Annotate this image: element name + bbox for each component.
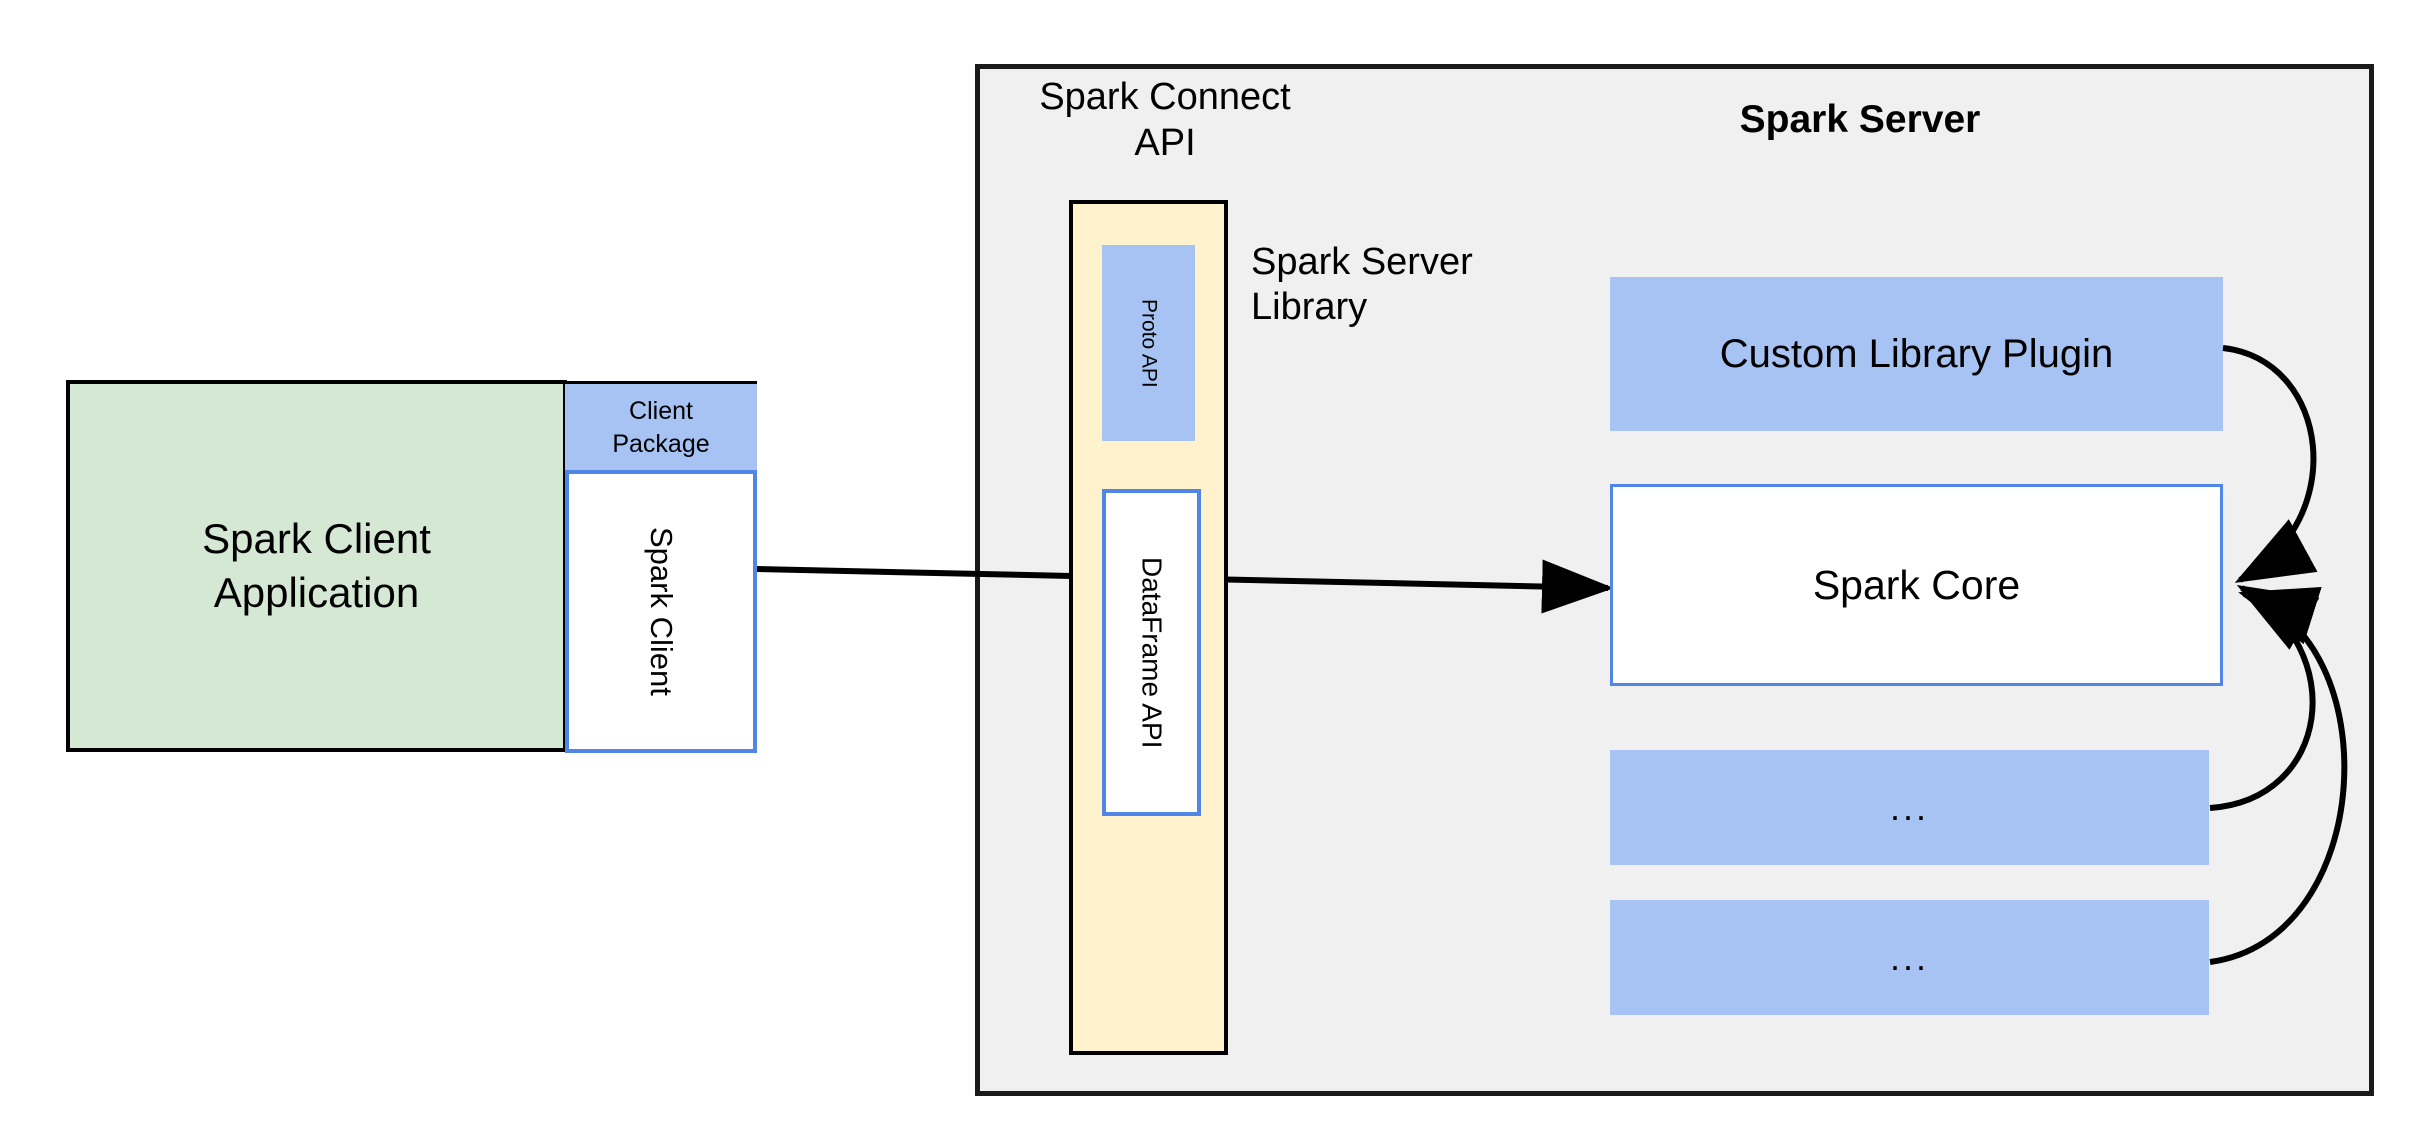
spark-server-title: Spark Server: [1739, 98, 1981, 141]
spark-core-box: Spark Core: [1610, 484, 2223, 686]
proto-api-box: Proto API: [1102, 245, 1195, 441]
connect-api-label-line1: Spark Connect: [1039, 76, 1291, 118]
spark-client-application-label: Spark Client Application: [202, 512, 431, 620]
client-package-label-line2: Package: [612, 429, 710, 458]
client-package-label: Client Package: [612, 395, 709, 460]
spark-connect-api-label: Spark Connect API: [1015, 68, 1315, 178]
dataframe-api-box: DataFrame API: [1102, 489, 1201, 816]
custom-library-plugin-label: Custom Library Plugin: [1719, 331, 2114, 376]
server-library-label-line2: Library: [1251, 285, 1368, 328]
placeholder-label-1: ...: [1889, 786, 1929, 828]
custom-library-plugin-box: Custom Library Plugin: [1610, 277, 2223, 431]
connect-api-label-line2: API: [1134, 122, 1196, 165]
spark-client-box: Spark Client: [565, 470, 757, 753]
client-package-box: Client Package: [565, 381, 757, 471]
placeholder-box-2: ...: [1610, 900, 2209, 1015]
proto-api-label: Proto API: [1137, 298, 1161, 388]
spark-client-application-box: Spark Client Application: [66, 380, 567, 752]
app-label-line2: Application: [213, 569, 420, 616]
spark-core-label: Spark Core: [1812, 561, 2021, 608]
placeholder-box-1: ...: [1610, 750, 2209, 865]
client-package-label-line1: Client: [629, 397, 693, 425]
placeholder-label-2: ...: [1889, 936, 1929, 978]
server-library-label-line1: Spark Server: [1251, 241, 1473, 283]
app-label-line1: Spark Client: [202, 515, 431, 563]
dataframe-api-label: DataFrame API: [1136, 556, 1168, 749]
spark-server-library-label: Spark Server Library: [1251, 240, 1581, 330]
spark-client-label: Spark Client: [644, 527, 679, 696]
